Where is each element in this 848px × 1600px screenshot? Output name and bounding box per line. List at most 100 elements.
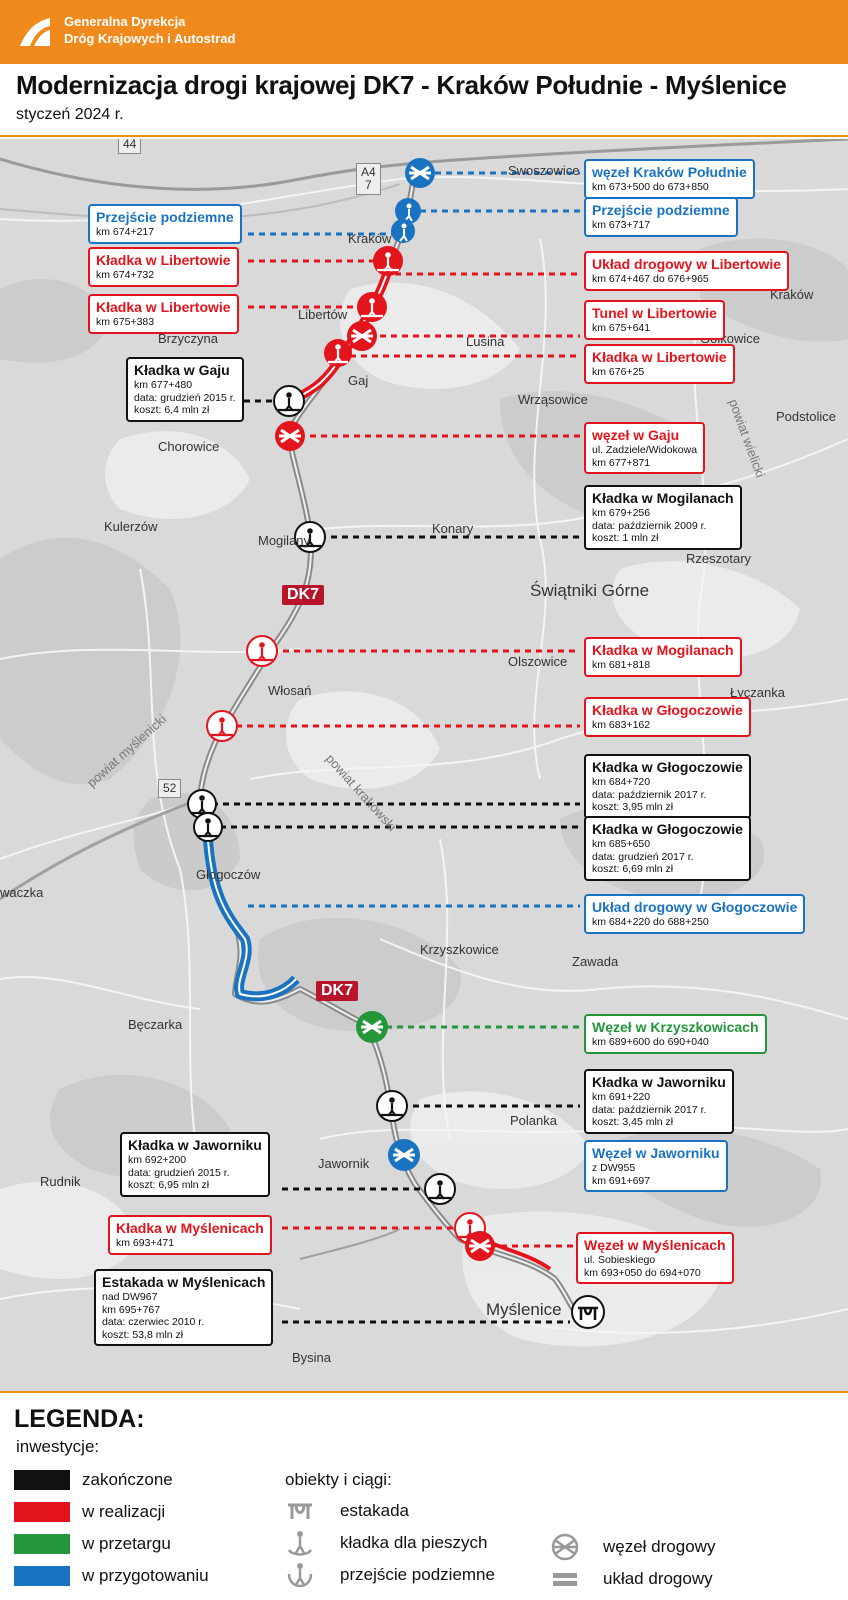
place-gaj: Gaj [348, 373, 369, 388]
header-bar: Generalna Dyrekcja Dróg Krajowych i Auto… [0, 0, 848, 64]
place-wlosan: Włosań [268, 683, 312, 698]
gddkia-logo [20, 18, 50, 46]
footbridge-icon [287, 1531, 313, 1556]
tunnel-icon [347, 321, 377, 351]
place-wrzasowice: Wrząsowice [518, 392, 588, 407]
place-lyczanka: Łyczanka [730, 685, 785, 700]
footbridge-icon [206, 710, 238, 742]
footbridge-icon [324, 339, 352, 367]
place-swiatniki-gorne: Świątniki Górne [530, 581, 650, 600]
place-waczka: waczka [0, 885, 44, 900]
bottom-divider [0, 1391, 848, 1393]
route-icons [187, 158, 605, 1329]
footbridge-icon [424, 1173, 456, 1205]
footbridge-icon [273, 385, 305, 417]
interchange-icon [551, 1533, 579, 1561]
place-krakow: Kraków [348, 231, 392, 246]
legend-label-uklad: układ drogowy [603, 1569, 713, 1588]
footbridge-icon [376, 1090, 408, 1122]
legend-objects-label: obiekty i ciągi: [285, 1470, 392, 1489]
legend-label-done: zakończone [82, 1470, 173, 1489]
interchange-icon [465, 1231, 495, 1261]
top-divider [0, 135, 848, 137]
place-zawada: Zawada [572, 954, 619, 969]
organization-name: Generalna Dyrekcja Dróg Krajowych i Auto… [64, 13, 235, 47]
place-bysina: Bysina [292, 1350, 332, 1365]
place-konary: Konary [432, 521, 474, 536]
legend-label-kladka: kładka dla pieszych [340, 1533, 488, 1552]
interchange-icon [356, 1011, 388, 1043]
interchange-icon [275, 421, 305, 451]
place-brzyczyna: Brzyczyna [158, 331, 218, 346]
footbridge-icon [294, 521, 326, 553]
place-olszowice: Olszowice [508, 654, 568, 669]
place-krzyszkowice: Krzyszkowice [420, 942, 499, 957]
road-layout-icon [553, 1573, 577, 1586]
legend-swatch-tender [14, 1534, 70, 1554]
footbridge-icon [373, 246, 403, 276]
place-swoszowice: Swoszowice [508, 163, 580, 178]
place-jawornik: Jawornik [318, 1156, 370, 1171]
legend-label-przejscie: przejście podziemne [340, 1565, 495, 1584]
legend-label-preparation: w przygotowaniu [82, 1566, 209, 1585]
dk7-label: DK7 [316, 981, 359, 1001]
place-myslenice: Myślenice [486, 1300, 562, 1319]
footbridge-icon [193, 812, 223, 842]
underpass-icon [287, 1563, 313, 1588]
viaduct-icon [571, 1295, 605, 1329]
place-podstolice: Podstolice [776, 409, 836, 424]
interchange-icon [405, 158, 435, 188]
place-glogoczow: Głogoczów [196, 867, 261, 882]
place-lusina: Lusina [466, 334, 505, 349]
legend-investments-label: inwestycje: [16, 1437, 100, 1456]
road-52-sign: 52 [158, 779, 182, 798]
legend-swatch-preparation [14, 1566, 70, 1586]
place-chorowice: Chorowice [158, 439, 220, 454]
place-rudnik: Rudnik [40, 1174, 81, 1189]
place-mogilany: Mogilany [258, 533, 311, 548]
legend-title: LEGENDA: [14, 1405, 145, 1433]
legend-label-wezel: węzeł drogowy [603, 1537, 716, 1556]
underpass-icon [395, 198, 421, 224]
footbridge-icon [246, 635, 278, 667]
place-libertow: Libertów [298, 307, 348, 322]
place-polanka: Polanka [510, 1113, 557, 1128]
legend-label-estakada: estakada [340, 1501, 409, 1520]
legend-label-in-progress: w realizacji [82, 1502, 166, 1521]
place-beczarka: Bęczarka [128, 1017, 183, 1032]
org-line-2: Dróg Krajowych i Autostrad [64, 31, 236, 46]
org-line-1: Generalna Dyrekcja [64, 14, 186, 29]
place-krakow-2: Kraków [770, 287, 814, 302]
road-44-sign: 44 [118, 139, 142, 154]
legend-label-tender: w przetargu [82, 1534, 171, 1553]
underpass-icon [391, 219, 415, 243]
viaduct-icon [288, 1503, 312, 1519]
dk7-label: DK7 [282, 585, 325, 605]
legend-swatch-in-progress [14, 1502, 70, 1522]
legend-swatch-done [14, 1470, 70, 1490]
page-subtitle: styczeń 2024 r. [16, 106, 124, 123]
